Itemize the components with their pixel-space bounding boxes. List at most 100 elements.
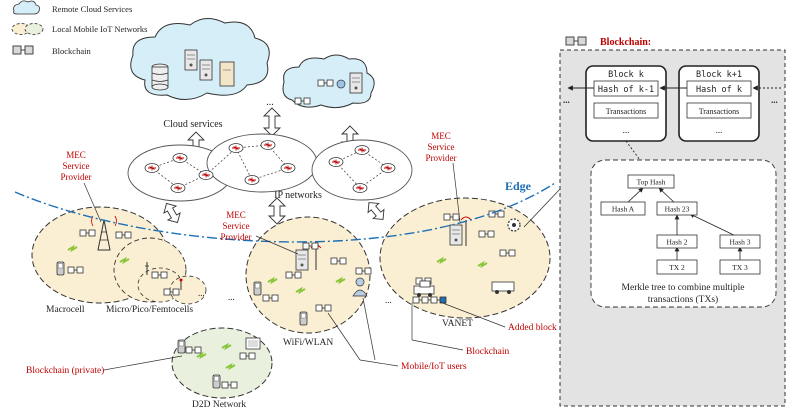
femtocell-antenna-icon [179,278,183,290]
block-k1-dots: ... [716,125,723,135]
router-icon [354,145,370,155]
merkle-hash-23: Hash 23 [665,205,690,214]
merkle-node [656,201,698,216]
blockchain-panel-title: Blockchain: [600,37,651,48]
block-k-plus-1: Block k+1 Hash of k Transactions ... [678,65,760,142]
block-k-dots: ... [623,125,630,135]
cloud-services-label: Cloud services [163,119,222,130]
merkle-caption-line: Merkle tree to combine multiple [622,283,745,293]
block-k-hash: Hash of k-1 [598,85,654,95]
mec-label-middle: MEC Service Provider [221,210,252,242]
block-k1-transactions: Transactions [699,107,740,116]
mec-label-line: Service [428,142,455,152]
legend-local-networks-label: Local Mobile IoT Networks [52,24,147,34]
macrocell-zone: ... [31,206,207,305]
block-k: Block k Hash of k-1 Transactions ... [585,65,667,142]
mec-pointer-line [452,162,461,223]
mobile-phone-icon [56,261,65,276]
database-icon [151,63,169,91]
server-icon [184,49,198,71]
router-icon [380,163,396,173]
ip-edge-arrows [163,197,385,225]
settings-gear-icon [507,218,521,232]
mec-label-left: MEC Service Provider [61,150,92,182]
mobile-phone-icon [299,311,308,326]
blockchain-icon [565,36,587,46]
blockchain-private-label: Blockchain (private) [26,365,104,376]
mobile-phone-icon [177,339,186,354]
router-icon [228,143,244,153]
cloud-services-right [282,54,375,109]
mobile-phone-icon [212,374,221,389]
router-icon [352,183,368,193]
merkle-node [600,201,646,216]
vanet-ellipsis: ... [385,295,392,305]
merkle-node [627,174,675,189]
mec-label-line: Service [63,161,90,171]
d2d-network-label: D2D Network [192,400,246,410]
router-icon [280,163,296,173]
mobile-phone-icon [253,281,262,296]
blockchain-callout-label: Blockchain [466,347,510,357]
merkle-hash-a: Hash A [612,205,635,214]
added-block-chain [412,296,447,304]
server-icon [295,249,309,271]
router-icon [328,157,344,167]
router-icon [144,163,160,173]
chain-ellipsis-left: ... [563,95,570,105]
server-icon [449,224,463,246]
router-icon [172,153,188,163]
router-icon [198,170,214,180]
mec-pointer-line [255,235,299,255]
legend-blockchain-label: Blockchain [52,46,91,56]
merkle-node [656,234,698,249]
mec-label-line: Provider [221,232,252,242]
edge-boundary-line [14,182,556,243]
mec-label-line: Provider [426,153,457,163]
cloud-services-left [130,18,270,100]
micro-pico-femto-label: Micro/Pico/Femtocells [106,305,193,315]
vanet-label: VANET [442,319,473,329]
merkle-tree: Top Hash Hash A Hash 23 Hash 2 Hash 3 TX… [590,159,777,308]
legend: Remote Cloud Services Local Mobile IoT N… [11,0,147,56]
cloud-ellipsis: ... [266,97,274,108]
mec-label-line: MEC [431,131,451,141]
vehicle-icon [413,280,435,297]
merkle-caption-line: transactions (TXs) [648,294,718,305]
mec-label-line: MEC [226,210,246,220]
ip-networks [127,133,413,202]
mec-label-line: MEC [66,150,86,160]
router-icon [170,183,186,193]
router-icon [260,140,276,150]
merkle-hash-3: Hash 3 [729,238,750,247]
zone-ellipsis: ... [228,292,235,302]
merkle-tx2: TX 2 [669,263,685,272]
added-block-label: Added block [508,323,557,333]
tablet-icon [245,337,261,350]
merkle-node [719,234,761,249]
vehicle-icon [491,281,515,294]
ip-networks-label: IP networks [274,190,322,201]
merkle-top-hash: Top Hash [637,178,666,187]
block-k1-hash: Hash of k [696,85,742,95]
block-k1-name: Block k+1 [696,70,742,80]
globe-icon [336,79,346,89]
panel-connector-line [523,187,562,228]
mec-pointer-line [83,182,102,223]
mec-label-line: Service [223,221,250,231]
server-icon [349,72,363,94]
router-icon [244,175,260,185]
block-k-transactions: Transactions [606,107,647,116]
server-tower-icon [219,61,235,87]
edge-label: Edge [505,179,532,193]
merkle-tx3: TX 3 [732,263,748,272]
merkle-node [719,259,761,275]
local-network-icon [11,23,44,35]
d2d-zone [171,327,273,399]
macrocell-label: Macrocell [46,305,85,315]
mec-label-right: MEC Service Provider [426,131,457,163]
block-links [567,85,781,161]
block-k-name: Block k [608,70,644,80]
mec-label-line: Provider [61,172,92,182]
